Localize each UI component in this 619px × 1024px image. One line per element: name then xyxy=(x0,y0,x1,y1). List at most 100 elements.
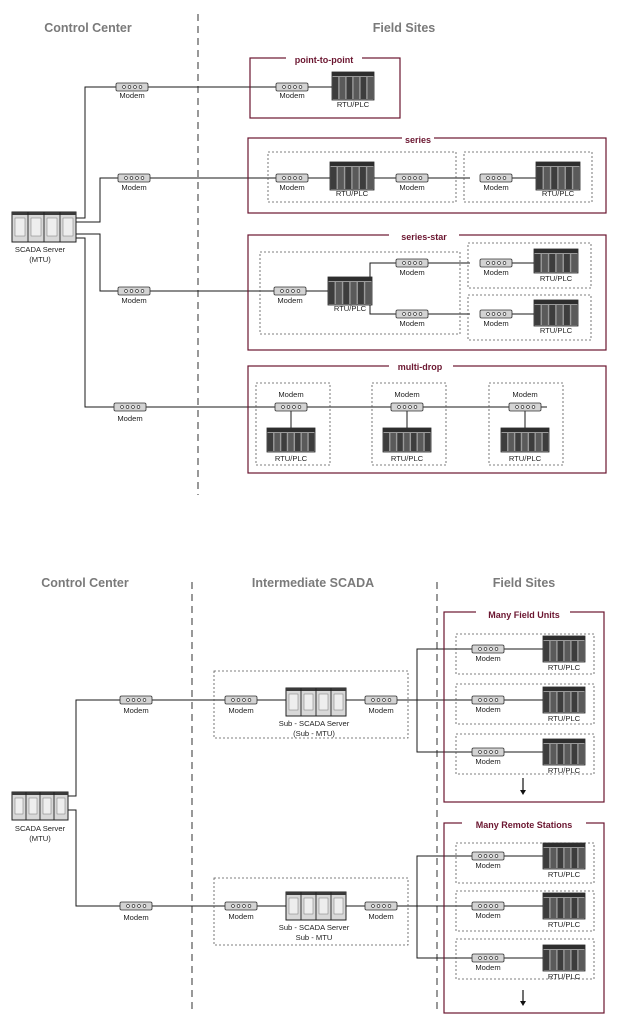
rtu-plc-icon: RTU/PLC xyxy=(542,738,586,775)
modem-icon: Modem xyxy=(224,695,258,715)
modem-label: Modem xyxy=(475,963,500,972)
modem-label: Modem xyxy=(368,912,393,921)
modem-icon: Modem xyxy=(224,901,258,921)
rtu-plc-icon: RTU/PLC xyxy=(533,248,579,283)
modem-icon: Modem xyxy=(471,747,505,766)
series-site-2 xyxy=(463,151,593,203)
group-title-series-star: series-star xyxy=(401,232,447,242)
sub-scada-box-2 xyxy=(213,877,409,946)
group-title-multi-drop: multi-drop xyxy=(398,362,443,372)
rtu-plc-icon: RTU/PLC xyxy=(327,276,373,313)
modem-label: Modem xyxy=(475,861,500,870)
modem-label: Modem xyxy=(512,390,537,399)
arrowhead-icon xyxy=(520,790,526,795)
rtu-plc-icon: RTU/PLC xyxy=(542,842,586,879)
sub-scada-server-1-label: Sub - SCADA Server xyxy=(279,719,350,728)
modem-label: Modem xyxy=(475,654,500,663)
top-header-field-sites: Field Sites xyxy=(373,21,436,35)
series-star-site-3 xyxy=(467,294,592,341)
field-unit-1 xyxy=(455,633,595,675)
sub-scada-server-2-label: Sub - SCADA Server xyxy=(279,923,350,932)
rtu-plc-label: RTU/PLC xyxy=(548,920,581,929)
group-title-many-remote-stations: Many Remote Stations xyxy=(476,820,573,830)
modem-icon: Modem xyxy=(471,901,505,920)
rtu-plc-label: RTU/PLC xyxy=(548,766,581,775)
modem-icon xyxy=(390,402,424,412)
feed-remote-1 xyxy=(397,855,474,907)
modem-label: Modem xyxy=(399,319,424,328)
modem-icon: Modem xyxy=(273,286,307,305)
modem-label: Modem xyxy=(475,757,500,766)
rtu-plc-icon: RTU/PLC xyxy=(266,427,316,463)
group-title-point-to-point: point-to-point xyxy=(295,55,353,65)
series-site-1 xyxy=(267,151,457,203)
top-header-control-center: Control Center xyxy=(44,21,132,35)
modem-icon: Modem xyxy=(395,309,429,328)
rtu-plc-icon: RTU/PLC xyxy=(500,427,550,463)
modem-label: Modem xyxy=(278,390,303,399)
modem-icon xyxy=(508,402,542,412)
line-to-point-to-point xyxy=(76,86,277,219)
modem-icon: Modem xyxy=(275,82,309,100)
modem-label: Modem xyxy=(394,390,419,399)
title-bg-many-remote-stations xyxy=(462,818,586,831)
title-bg-series-star xyxy=(389,230,459,243)
rtu-plc-label: RTU/PLC xyxy=(334,304,367,313)
rtu-plc-label: RTU/PLC xyxy=(336,189,369,198)
modem-label: Modem xyxy=(117,414,142,423)
modem-icon: Modem xyxy=(119,901,153,922)
modem-label: Modem xyxy=(277,296,302,305)
modem-label: Modem xyxy=(228,912,253,921)
rtu-plc-icon: RTU/PLC xyxy=(542,944,586,981)
sub-scada-box-1 xyxy=(213,670,409,739)
sub-scada-server-2-sublabel: Sub - MTU xyxy=(296,933,333,942)
top-scada-server-icon xyxy=(11,211,77,243)
rtu-plc-label: RTU/PLC xyxy=(548,870,581,879)
rtu-plc-icon: RTU/PLC xyxy=(542,635,586,672)
rtu-plc-icon: RTU/PLC xyxy=(533,299,579,335)
modem-icon: Modem xyxy=(119,695,153,715)
rtu-plc-label: RTU/PLC xyxy=(540,274,573,283)
modem-label: Modem xyxy=(279,91,304,100)
rtu-plc-label: RTU/PLC xyxy=(337,100,370,109)
bottom-header-field-sites: Field Sites xyxy=(493,576,556,590)
bottom-header-intermediate-scada: Intermediate SCADA xyxy=(252,576,374,590)
modem-label: Modem xyxy=(368,706,393,715)
field-unit-3 xyxy=(455,733,595,775)
bottom-scada-server-icon xyxy=(11,791,69,821)
modem-icon: Modem xyxy=(115,82,149,100)
multi-drop-site-2 xyxy=(371,382,447,466)
rtu-plc-icon: RTU/PLC xyxy=(382,427,432,463)
modem-label: Modem xyxy=(475,911,500,920)
title-bg-point-to-point xyxy=(286,53,362,66)
rtu-plc-label: RTU/PLC xyxy=(548,972,581,981)
frame-point-to-point xyxy=(249,57,401,119)
modem-icon: Modem xyxy=(117,286,151,305)
remote-station-1 xyxy=(455,842,595,884)
modem-label: Modem xyxy=(475,705,500,714)
bottom-header-control-center: Control Center xyxy=(41,576,129,590)
series-star-site-1 xyxy=(259,251,461,335)
rtu-plc-label: RTU/PLC xyxy=(540,326,573,335)
modem-label: Modem xyxy=(119,91,144,100)
title-bg-multi-drop xyxy=(389,361,453,374)
feed-field-unit-3 xyxy=(416,700,474,753)
line-to-multi-drop xyxy=(76,237,547,408)
title-bg-many-field-units xyxy=(476,607,570,620)
field-unit-2 xyxy=(455,683,595,725)
rtu-plc-label: RTU/PLC xyxy=(509,454,542,463)
modem-label: Modem xyxy=(123,706,148,715)
modem-icon: Modem xyxy=(479,258,513,277)
modem-icon: Modem xyxy=(395,258,429,277)
sub-scada-server-1-sublabel: (Sub - MTU) xyxy=(293,729,335,738)
modem-icon: Modem xyxy=(364,695,398,715)
modem-label: Modem xyxy=(121,296,146,305)
modem-icon: Modem xyxy=(471,695,505,714)
top-scada-server-label: SCADA Server xyxy=(15,245,66,254)
top-scada-server-sublabel: (MTU) xyxy=(29,255,51,264)
modem-label: Modem xyxy=(399,183,424,192)
rtu-plc-icon: RTU/PLC xyxy=(329,161,375,198)
modem-label: Modem xyxy=(121,183,146,192)
remote-station-3 xyxy=(455,938,595,980)
